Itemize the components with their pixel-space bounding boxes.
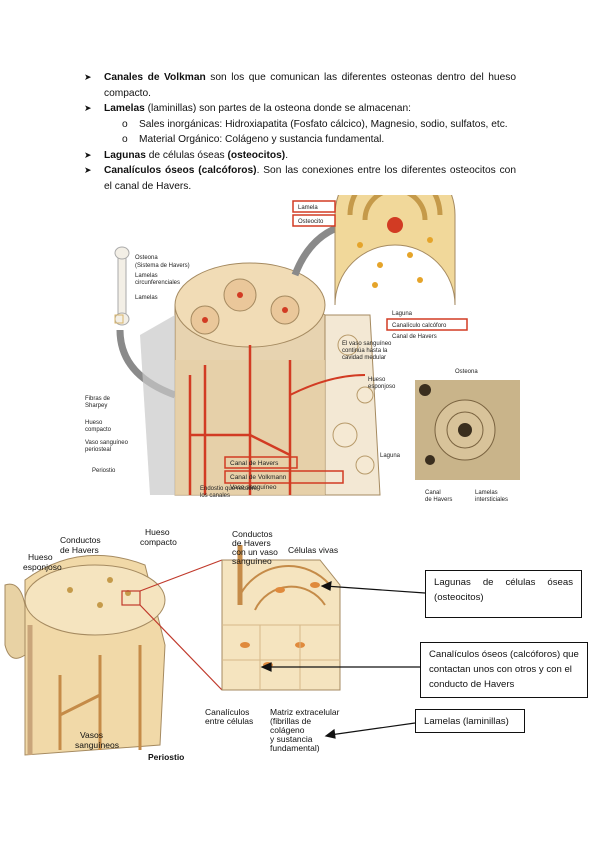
svg-text:esponjoso: esponjoso: [368, 384, 396, 390]
svg-text:sanguíneos: sanguíneos: [75, 740, 119, 750]
svg-text:(Sistema de Havers): (Sistema de Havers): [135, 263, 190, 269]
svg-text:colágeno: colágeno: [270, 725, 305, 735]
label-periostio: Periostio: [92, 468, 116, 474]
label-lamela: Lamela: [298, 205, 318, 211]
svg-text:compacto: compacto: [85, 427, 112, 433]
svg-text:entre células: entre células: [205, 716, 253, 726]
label-vaso-periosteal: Vaso sanguíneo: [85, 440, 129, 446]
svg-text:esponjoso: esponjoso: [23, 562, 62, 572]
svg-text:periosteal: periosteal: [85, 447, 111, 453]
subitem-organico: o Material Orgánico: Colágeno y sustanci…: [84, 132, 516, 148]
arrow-bullet-icon: ➤: [84, 72, 92, 82]
osteona-micrograph: [415, 380, 520, 480]
label-vasos-sanguineos: Vasos: [80, 730, 103, 740]
svg-text:de Havers: de Havers: [60, 545, 99, 555]
arrow-bullet-icon: ➤: [84, 103, 92, 113]
label-vaso-sanguineo: Vaso sanguíneo: [230, 484, 277, 491]
callout-lamelas: Lamelas (laminillas): [415, 709, 525, 733]
magnified-cube: [221, 545, 341, 691]
svg-text:intersticiales: intersticiales: [475, 497, 508, 503]
label-conductos-vaso: Conductos: [232, 529, 273, 539]
label-micro-canal: Canal: [425, 490, 441, 496]
label-conductos-havers: Conductos: [60, 535, 101, 545]
label-vaso-continua: El vaso sanguíneo: [342, 341, 392, 347]
arrow-bullet-icon: ➤: [84, 165, 92, 175]
bullet-volkman: ➤ Canales de Volkman son los que comunic…: [84, 70, 516, 101]
callout-canaliculos: Canalículos óseos (calcóforos) que conta…: [420, 642, 588, 698]
svg-text:sanguíneo: sanguíneo: [232, 556, 272, 566]
long-bone-sketch: [114, 246, 130, 326]
osteon-magnified: [334, 195, 456, 306]
label-osteocito: Osteocito: [298, 219, 324, 225]
term-lagunas: Lagunas: [104, 149, 146, 161]
label-fibras-sharpey: Fibras de: [85, 396, 111, 402]
svg-text:(fibrillas de: (fibrillas de: [270, 716, 311, 726]
term-volkman: Canales de Volkman: [104, 72, 206, 83]
label-canaliculos: Canalículos: [205, 707, 249, 717]
svg-text:los canales: los canales: [200, 493, 230, 499]
label-celulas-vivas: Células vivas: [288, 545, 338, 555]
arrow-bullet-icon: ➤: [84, 149, 92, 160]
label-micro-laguna: Laguna: [380, 453, 401, 459]
compact-bone-diagram: Conductos de Havers Hueso compacto Hueso…: [4, 527, 426, 762]
label-endostio: Endostio que recubre: [200, 486, 258, 492]
svg-text:con un vaso: con un vaso: [232, 547, 278, 557]
label-periostio-2: Periostio: [148, 752, 184, 762]
bone-section: [4, 554, 166, 756]
label-laguna: Laguna: [392, 311, 413, 317]
circle-bullet-icon: o: [122, 118, 128, 130]
label-hueso-esponjoso-2: Hueso: [28, 552, 53, 562]
term-lamelas: Lamelas: [104, 103, 145, 114]
label-canal-havers-small: Canal de Havers: [392, 334, 437, 340]
bullet-canaliculos: ➤ Canalículos óseos (calcóforos). Son la…: [84, 165, 516, 192]
bullet-text: (laminillas) son partes de la osteona do…: [144, 103, 411, 114]
label-canal-havers: Canal de Havers: [230, 460, 279, 467]
bullet-lamelas: ➤ Lamelas (laminillas) son partes de la …: [84, 101, 516, 117]
label-micro-lamelas: Lamelas: [475, 490, 498, 496]
bullet-list: ➤ Canales de Volkman son los que comunic…: [84, 70, 516, 194]
label-hueso-compacto: Hueso: [85, 420, 103, 426]
label-canal-volkmann: Canal de Volkmann: [230, 474, 287, 481]
label-lamelas: Lamelas: [135, 295, 158, 301]
svg-text:cavidad medular: cavidad medular: [342, 355, 386, 361]
label-micro-osteona: Osteona: [455, 369, 478, 375]
svg-text:de Havers: de Havers: [232, 538, 271, 548]
label-lamelas-circunferenciales: Lamelas: [135, 273, 158, 279]
svg-text:compacto: compacto: [140, 537, 177, 547]
callout-arrows: [260, 581, 426, 739]
bone-block: [140, 262, 381, 496]
svg-text:continúa hasta la: continúa hasta la: [342, 348, 388, 354]
bullet-lagunas: ➤ Lagunas de células óseas (osteocitos).: [84, 148, 516, 164]
subitem-sales: o Sales inorgánicas: Hidroxiapatita (Fos…: [84, 117, 516, 133]
bullet-text: son los que comunican las diferentes ost…: [104, 72, 516, 99]
svg-text:fundamental): fundamental): [270, 743, 320, 753]
label-matriz-extracelular: Matriz extracelular: [270, 707, 340, 717]
label-hueso-compacto-2: Hueso: [145, 527, 170, 537]
svg-text:Sharpey: Sharpey: [85, 403, 107, 409]
circle-bullet-icon: o: [122, 134, 128, 145]
bone-structure-diagram: Osteona (Sistema de Havers) Lamelas circ…: [85, 195, 520, 503]
term-canaliculos: Canalículos óseos (calcóforos): [104, 165, 257, 176]
svg-text:circunferenciales: circunferenciales: [135, 280, 180, 286]
svg-text:de Havers: de Havers: [425, 497, 452, 503]
callout-lagunas: Lagunas de células óseas (osteocitos): [425, 570, 582, 618]
label-osteona: Osteona: [135, 255, 158, 261]
svg-text:y sustancia: y sustancia: [270, 734, 313, 744]
label-hueso-esponjoso: Hueso: [368, 377, 386, 383]
label-canaliculo-calcoforo: Canalículo calcóforo: [392, 323, 447, 329]
